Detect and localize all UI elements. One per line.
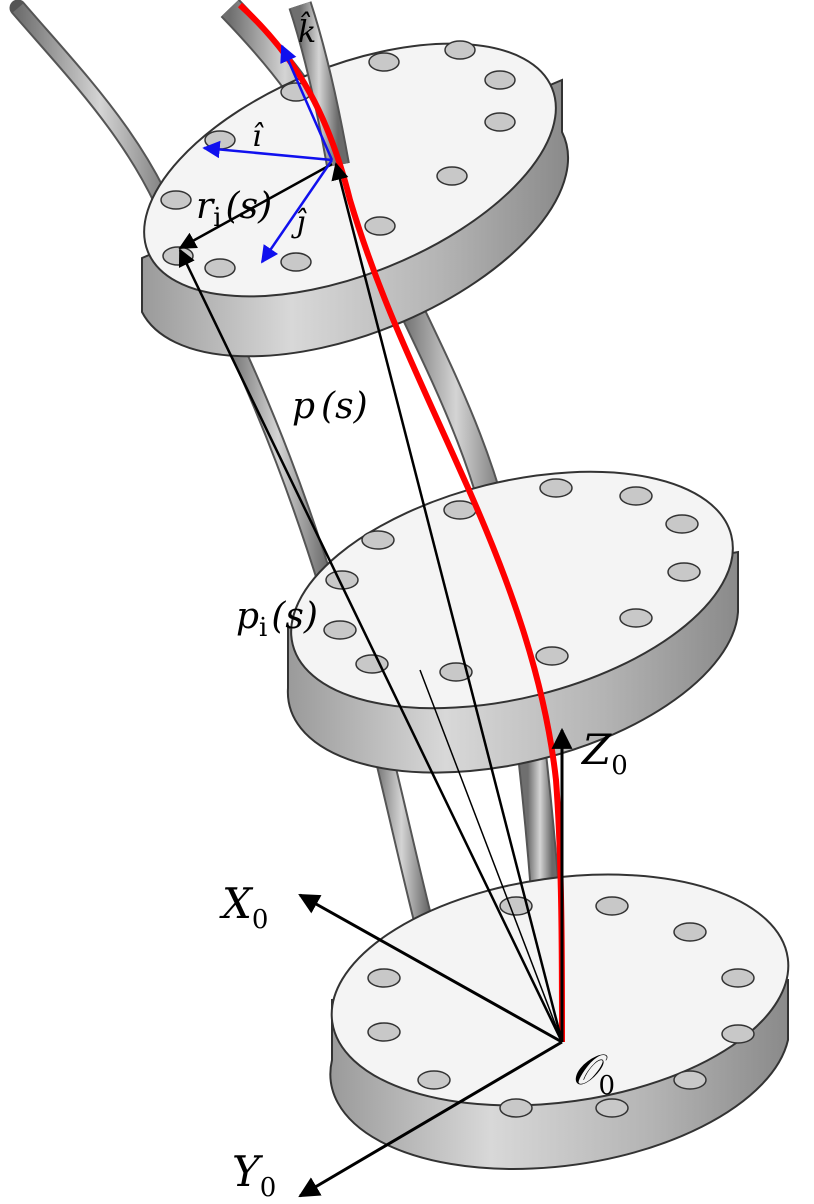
label-r-i-s: ri(s) <box>196 186 272 233</box>
axis-y0 <box>298 1040 563 1198</box>
base-disk-holes <box>367 896 755 1118</box>
label-p-s: p(s) <box>292 386 368 427</box>
middle-disk <box>286 470 739 774</box>
label-x0: X0 <box>219 879 268 935</box>
label-i-hat: î <box>252 119 264 154</box>
label-k-hat: k̂ <box>298 11 316 50</box>
frame-j-vector <box>260 159 334 264</box>
frame-i-vector <box>202 140 333 162</box>
vector-r-i-s <box>178 162 333 250</box>
label-y0: Y0 <box>232 1147 276 1203</box>
vector-p-i-s <box>178 248 564 1043</box>
label-p-i-s: pi(s) <box>236 596 318 643</box>
local-frame <box>202 44 334 264</box>
vectors <box>178 162 573 1198</box>
guide-line-1 <box>419 669 563 1043</box>
frame-k-vector <box>280 44 334 161</box>
backbone-curve <box>237 2 565 1043</box>
axis-x0 <box>298 893 563 1044</box>
middle-disk-holes <box>323 478 701 682</box>
top-disk <box>141 40 570 358</box>
top-disk-holes <box>160 40 516 278</box>
vector-p-s <box>331 162 564 1043</box>
label-z0: Z0 <box>580 725 628 781</box>
